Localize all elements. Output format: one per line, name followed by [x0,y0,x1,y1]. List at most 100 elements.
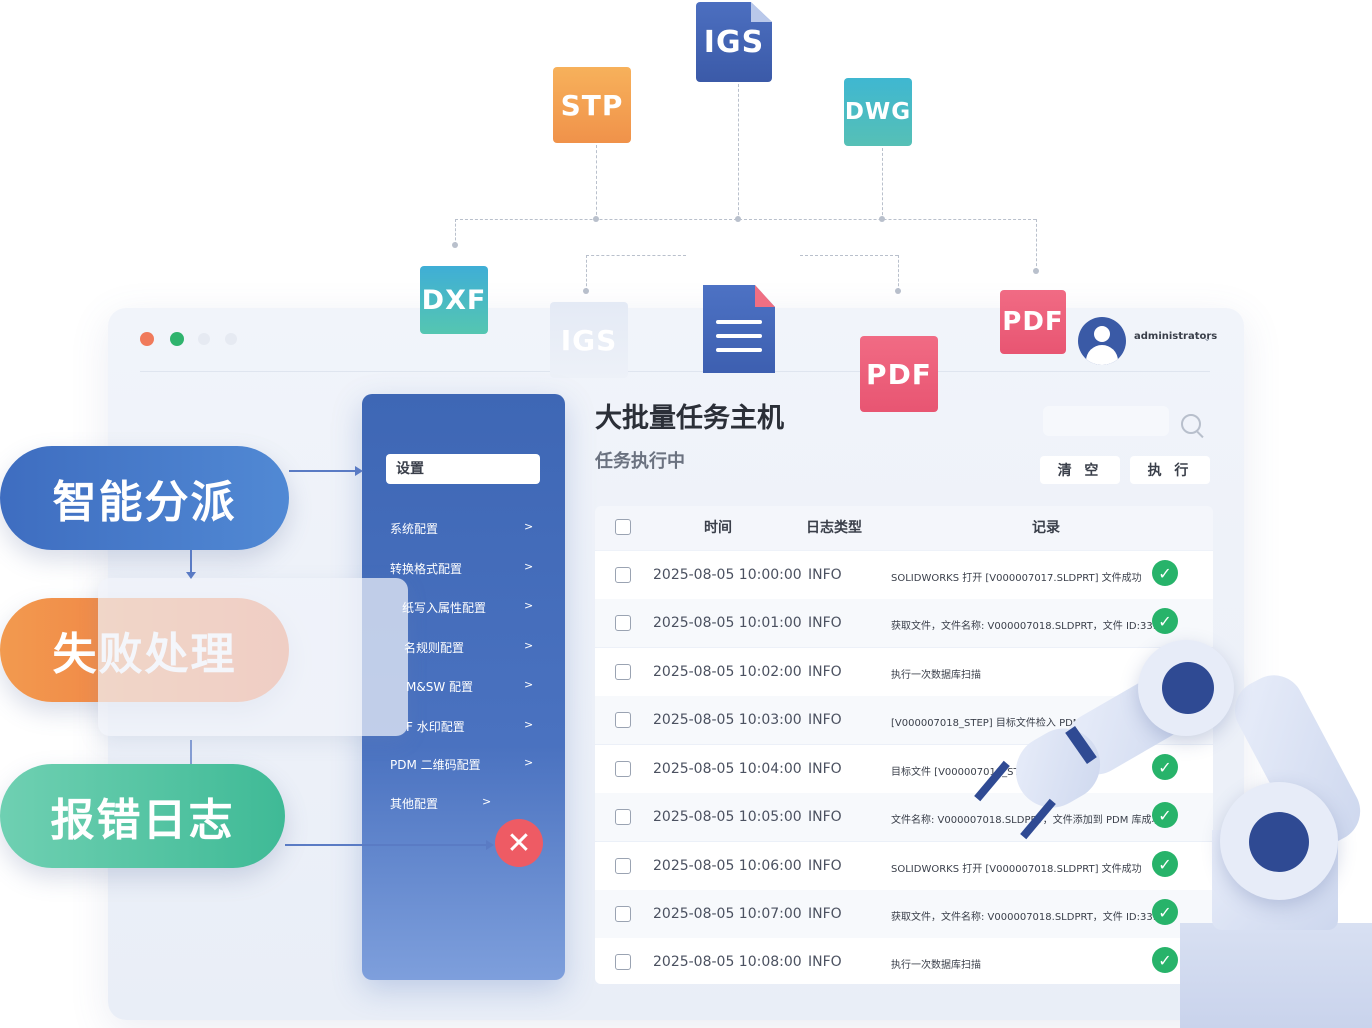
row-record: SOLIDWORKS 打开 [V000007017.SLDPRT] 文件成功 [891,573,1142,584]
row-checkbox[interactable] [615,712,631,728]
connector-line [586,255,587,291]
connector-dot [1033,268,1039,274]
chevron-right-icon: > [524,560,534,573]
connector-line [455,219,1036,220]
stp-file-icon: STP [553,67,631,143]
connector-line [1036,219,1037,271]
sidebar-item-system-config[interactable]: 系统配置> [390,520,534,536]
username[interactable]: administrators [1134,331,1218,342]
dwg-file-icon: DWG [844,78,912,146]
flow-arrow [289,470,357,472]
connector-line [596,145,597,220]
document-line [716,334,762,338]
document-fold [755,285,775,307]
row-time: 2025-08-05 10:01:00 [653,615,802,631]
row-record: 执行一次数据库扫描 [891,960,981,971]
pdf-file-icon: PDF [860,336,938,412]
user-avatar-icon[interactable] [1078,317,1126,365]
dxf-file-icon: DXF [420,266,488,334]
row-checkbox[interactable] [615,761,631,777]
search-input[interactable] [1043,406,1169,436]
connector-line [586,255,686,256]
sidebar-item-other-config[interactable]: 其他配置> [390,795,492,811]
row-record: 执行一次数据库扫描 [891,670,981,681]
row-time: 2025-08-05 10:07:00 [653,906,802,922]
connector-dot [583,288,589,294]
connector-dot [452,242,458,248]
arrow-head [355,466,363,476]
arrow-head [486,840,494,850]
check-circle-icon: ✓ [1152,947,1178,973]
robot-joint-core [1249,812,1309,872]
document-line [716,320,762,324]
connector-dot [895,288,901,294]
chevron-right-icon: > [524,718,534,731]
window-maximize-dot[interactable] [170,332,184,346]
search-icon[interactable] [1181,414,1201,434]
chevron-right-icon: > [482,795,492,808]
flow-arrow [190,550,192,574]
sidebar-item-naming-config[interactable]: 名规则配置> [404,639,534,655]
column-header-record: 记录 [1032,520,1060,536]
row-checkbox[interactable] [615,954,631,970]
chevron-right-icon: > [524,639,534,652]
file-fold [751,2,772,22]
arrow-head [186,572,196,579]
sidebar-item-property-config[interactable]: 纸写入属性配置> [402,599,534,615]
table-row[interactable]: 2025-08-05 10:05:00 INFO 文件名称: V00000701… [595,793,1213,841]
row-checkbox[interactable] [615,664,631,680]
row-checkbox[interactable] [615,906,631,922]
chevron-right-icon: > [524,520,534,533]
document-line [716,348,762,352]
check-circle-icon: ✓ [1152,802,1178,828]
row-checkbox[interactable] [615,809,631,825]
table-row[interactable]: 2025-08-05 10:07:00 INFO 获取文件，文件名称: V000… [595,890,1213,938]
row-checkbox[interactable] [615,858,631,874]
window-close-dot[interactable] [140,332,154,346]
table-row[interactable]: 2025-08-05 10:00:00 INFO SOLIDWORKS 打开 [… [595,551,1213,599]
close-icon[interactable]: ✕ [495,819,543,867]
clear-button[interactable]: 清 空 [1040,456,1120,484]
table-row[interactable]: 2025-08-05 10:02:00 INFO 执行一次数据库扫描 [595,648,1213,696]
chevron-down-icon[interactable]: ⌄ [1203,333,1212,344]
column-header-log-type: 日志类型 [806,520,862,536]
row-type: INFO [808,567,842,583]
connector-dot [593,216,599,222]
connector-line [882,148,883,220]
connector-line [455,219,456,245]
flow-arrow [285,844,490,846]
sidebar-item-format-config[interactable]: 转换格式配置> [390,560,534,576]
robot-base [1180,923,1372,1028]
row-record: SOLIDWORKS 打开 [V000007018.SLDPRT] 文件成功 [891,864,1142,875]
run-button[interactable]: 执 行 [1130,456,1210,484]
row-time: 2025-08-05 10:03:00 [653,712,802,728]
chevron-right-icon: > [524,678,534,691]
row-checkbox[interactable] [615,615,631,631]
row-record: 文件名称: V000007018.SLDPRT，文件添加到 PDM 库成功 [891,815,1162,826]
row-type: INFO [808,761,842,777]
settings-header[interactable]: 设置 [386,454,540,484]
check-circle-icon: ✓ [1152,560,1178,586]
row-type: INFO [808,615,842,631]
sidebar-item-watermark-config[interactable]: F 水印配置> [406,718,534,734]
smart-dispatch-pill: 智能分派 [0,446,289,550]
column-header-time: 时间 [704,520,732,536]
row-time: 2025-08-05 10:04:00 [653,761,802,777]
row-record: 获取文件，文件名称: V000007018.SLDPRT，文件 ID:3394 [891,621,1166,632]
table-row[interactable]: 2025-08-05 10:08:00 INFO 执行一次数据库扫描 ✓ [595,938,1213,984]
table-row[interactable]: 2025-08-05 10:01:00 INFO 获取文件，文件名称: V000… [595,599,1213,647]
row-record: [V000007018_STEP] 目标文件检入 PDM 成功 [891,718,1105,729]
table-row[interactable]: 2025-08-05 10:06:00 INFO SOLIDWORKS 打开 [… [595,842,1213,890]
chevron-right-icon: > [524,599,534,612]
glass-overlay [98,578,408,736]
window-dot [225,333,237,345]
pdf-file-icon: PDF [1000,290,1066,354]
robot-joint-core [1162,662,1214,714]
connector-line [800,255,898,256]
error-log-pill: 报错日志 [0,764,285,868]
sidebar-item-sw-config[interactable]: M&SW 配置> [406,678,534,694]
sidebar-item-qrcode-config[interactable]: PDM 二维码配置> [390,756,534,772]
window-dot [198,333,210,345]
row-checkbox[interactable] [615,567,631,583]
select-all-checkbox[interactable] [615,519,631,535]
